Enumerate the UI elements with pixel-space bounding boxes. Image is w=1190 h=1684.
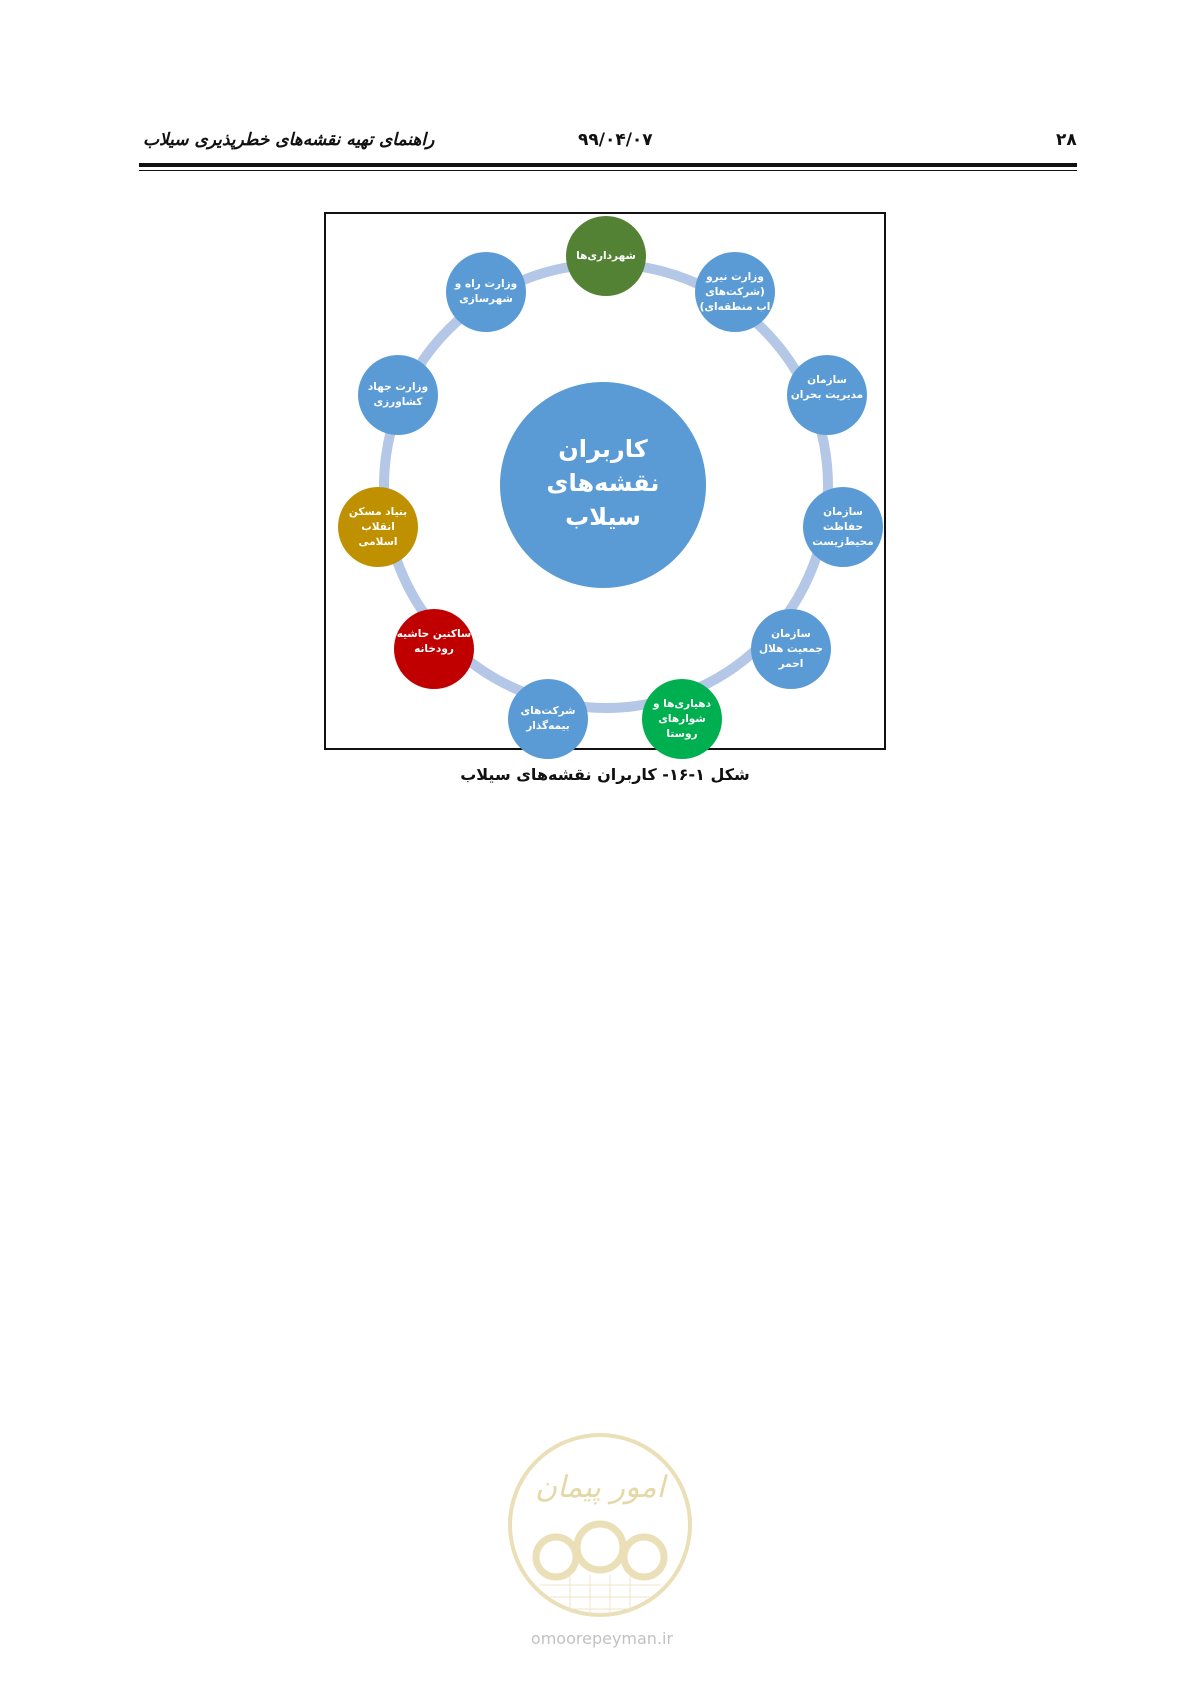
node-insurance-companies <box>508 679 588 759</box>
watermark-grid <box>540 1575 660 1615</box>
node-riverside-residents <box>394 609 474 689</box>
center-label: کاربران نقشه‌های سیلاب <box>511 432 695 534</box>
node-label-agriculture-ministry: وزارت جهاد کشاورزی <box>367 381 429 408</box>
node-agriculture-ministry <box>358 355 438 435</box>
header-title: راهنمای تهیه نقشه‌های خطرپذیری سیلاب <box>143 130 435 150</box>
center-label-line3: سیلاب <box>565 503 641 531</box>
node-label-red-crescent: سازمان جمعیت هلال احمر <box>759 627 823 670</box>
gear-right-icon <box>620 1533 668 1581</box>
page-number: ۲۸ <box>1056 130 1077 150</box>
gear-center-icon <box>573 1520 627 1574</box>
header-date: ۹۹/۰۴/۰۷ <box>578 130 653 150</box>
watermark-ring <box>508 1433 692 1617</box>
gear-left-icon <box>532 1533 580 1581</box>
node-housing-foundation <box>338 487 418 567</box>
node-label-insurance-companies: شرکت‌های بیمه‌گذار <box>520 705 576 732</box>
node-label-crisis-management: سازمان مدیریت بحران <box>790 373 864 401</box>
watermark-url: omoorepeyman.ir <box>530 1629 674 1648</box>
figure-caption: شکل ۱-۱۶- کاربران نقشه‌های سیلاب <box>460 765 750 784</box>
center-label-line2: نقشه‌های <box>546 469 660 497</box>
figure-frame <box>324 212 886 750</box>
node-village-councils <box>642 679 722 759</box>
node-label-environment-protection: سازمان حفاظت محیط‌زیست <box>812 505 874 548</box>
center-label-line1: کاربران <box>558 435 648 463</box>
node-label-village-councils: دهیاری‌ها و شوارهای روستا <box>653 697 711 740</box>
node-red-crescent <box>751 609 831 689</box>
node-label-housing-foundation: بنیاد مسکن انقلاب اسلامی <box>348 505 408 548</box>
node-label-energy-ministry: وزارت نیرو (شرکت‌های اب منطقه‌ای) <box>699 270 771 313</box>
node-crisis-management <box>787 355 867 435</box>
header-rule-thick <box>139 163 1077 167</box>
node-roads-ministry <box>446 252 526 332</box>
node-energy-ministry <box>695 252 775 332</box>
node-environment-protection <box>803 487 883 567</box>
node-label-municipalities: شهرداری‌ها <box>576 249 636 262</box>
node-label-roads-ministry: وزارت راه و شهرسازی <box>454 278 518 305</box>
center-circle <box>500 382 706 588</box>
node-municipalities <box>566 216 646 296</box>
header-rule-thin <box>139 170 1077 171</box>
node-label-riverside-residents: ساکنین حاشیه رودخانه <box>396 627 472 655</box>
watermark-text: امور پیمان <box>535 1470 669 1505</box>
watermark-logo: امور پیمان <box>508 1433 692 1617</box>
